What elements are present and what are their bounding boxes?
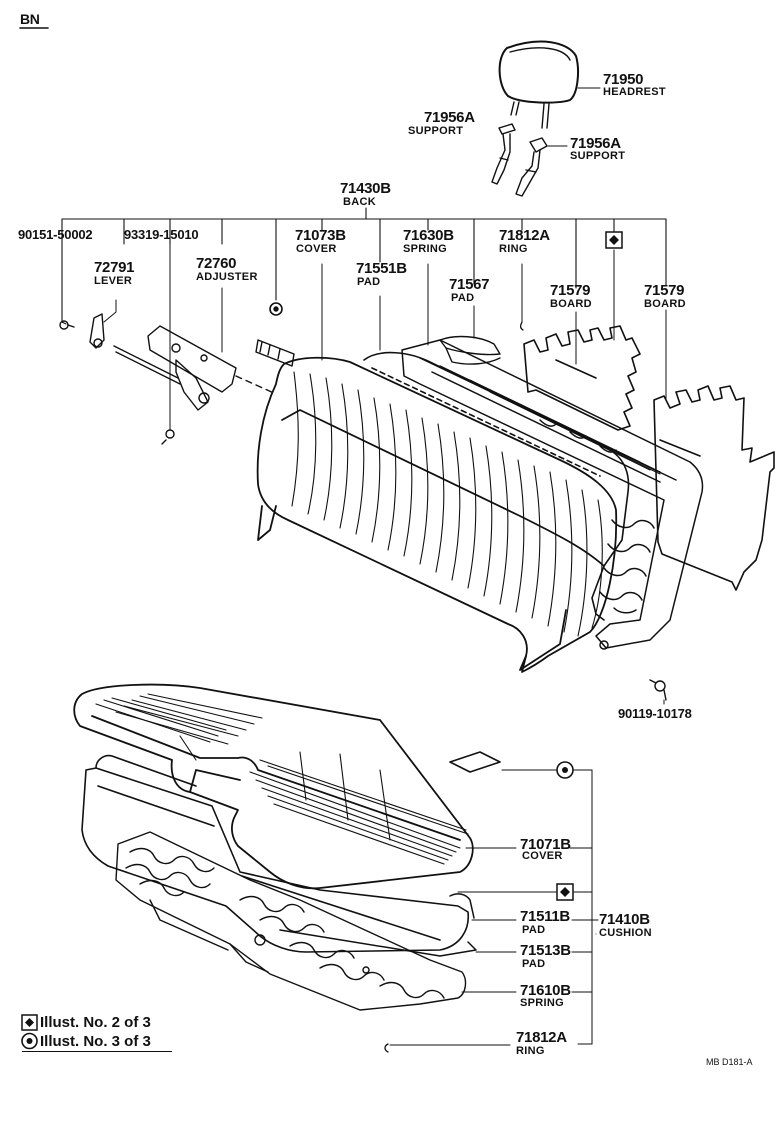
- back-cover-drawing: [256, 356, 618, 673]
- lever-name: LEVER: [94, 275, 133, 287]
- headrest-number: 71950: [603, 71, 644, 88]
- support-right-drawing: [515, 137, 548, 197]
- board-1-name: BOARD: [550, 298, 592, 310]
- lever-number: 72791: [94, 259, 135, 276]
- bolt-lower-number: 90119-10178: [618, 706, 692, 721]
- legend-diamond-text: Illust. No. 2 of 3: [40, 1014, 151, 1031]
- circle-marker-cushion: [556, 761, 574, 779]
- cover-cushion-name: COVER: [522, 850, 563, 862]
- adjuster-drawing: [147, 325, 277, 411]
- pad-71567-name: PAD: [451, 292, 475, 304]
- ring-cushion-drawing: [384, 1043, 389, 1053]
- small-pad-drawing: [449, 751, 501, 773]
- pad-71513-drawing: [279, 893, 477, 957]
- bolt-upper-drawing: [59, 320, 75, 330]
- diamond-marker-back: [605, 231, 623, 249]
- adjuster-number: 72760: [196, 255, 237, 272]
- pad-71567-number: 71567: [449, 276, 490, 293]
- bolt-upper-number: 90151-50002: [18, 227, 93, 242]
- cushion-name: CUSHION: [599, 927, 652, 939]
- spring-cushion-number: 71610B: [520, 982, 571, 999]
- pad-71513-number: 71513B: [520, 942, 571, 959]
- cushion-spring-drawing: [115, 831, 467, 1011]
- legend-circle-icon: [21, 1032, 38, 1050]
- legend-underline: [22, 1051, 172, 1052]
- board-1-number: 71579: [550, 282, 591, 299]
- bolt-adjuster-number: 93319-15010: [124, 227, 199, 242]
- ring-back-drawing: [519, 321, 524, 331]
- ring-cushion-number: 71812A: [516, 1029, 567, 1046]
- spring-cushion-name: SPRING: [520, 997, 564, 1009]
- board-2-name: BOARD: [644, 298, 686, 310]
- ring-back-name: RING: [499, 243, 528, 255]
- back-number: 71430B: [340, 180, 391, 197]
- back-spring-frame-drawing: [401, 339, 704, 650]
- support-right-name: SUPPORT: [570, 150, 626, 162]
- legend-diamond-icon: [21, 1014, 38, 1031]
- clip-drawing: [255, 339, 295, 367]
- back-name: BACK: [343, 196, 376, 208]
- cushion-number: 71410B: [599, 911, 650, 928]
- pad-71567-drawing: [439, 335, 501, 365]
- bolt-adjuster-drawing: [161, 429, 175, 445]
- cushion-bracket: [389, 769, 599, 1046]
- cover-back-number: 71073B: [295, 227, 346, 244]
- spring-back-number: 71630B: [403, 227, 454, 244]
- pad-cushion-name: PAD: [522, 924, 546, 936]
- support-right-number: 71956A: [570, 135, 621, 152]
- ring-cushion-name: RING: [516, 1045, 545, 1057]
- figure-code: MB D181-A: [706, 1057, 753, 1067]
- adjuster-name: ADJUSTER: [196, 271, 258, 283]
- pad-71513-name: PAD: [522, 958, 546, 970]
- cover-cushion-number: 71071B: [520, 836, 571, 853]
- back-cover-pleats: [291, 371, 603, 637]
- support-left-name: SUPPORT: [408, 125, 464, 137]
- legend-circle-text: Illust. No. 3 of 3: [40, 1033, 151, 1050]
- board-1-drawing: [523, 325, 641, 431]
- pad-back-number: 71551B: [356, 260, 407, 277]
- bolt-lower-drawing: [649, 679, 667, 701]
- spring-back-name: SPRING: [403, 243, 447, 255]
- ring-back-number: 71812A: [499, 227, 550, 244]
- back-bracket: [61, 207, 667, 323]
- cushion-pad-drawing: [81, 754, 469, 953]
- board-2-number: 71579: [644, 282, 685, 299]
- marker-symbols: [21, 231, 623, 1050]
- support-left-drawing: [491, 123, 516, 185]
- headrest-drawing: [498, 40, 579, 129]
- board-2-drawing: [653, 385, 775, 591]
- pad-back-name: PAD: [357, 276, 381, 288]
- lever-drawing: [89, 313, 181, 385]
- diamond-marker-cushion: [556, 883, 574, 901]
- support-left-number: 71956A: [424, 109, 475, 126]
- cover-back-name: COVER: [296, 243, 337, 255]
- pad-cushion-number: 71511B: [520, 908, 570, 925]
- cushion-cover-pleats: [95, 693, 469, 865]
- headrest-name: HEADREST: [603, 86, 666, 98]
- corner-code: BN: [20, 11, 40, 27]
